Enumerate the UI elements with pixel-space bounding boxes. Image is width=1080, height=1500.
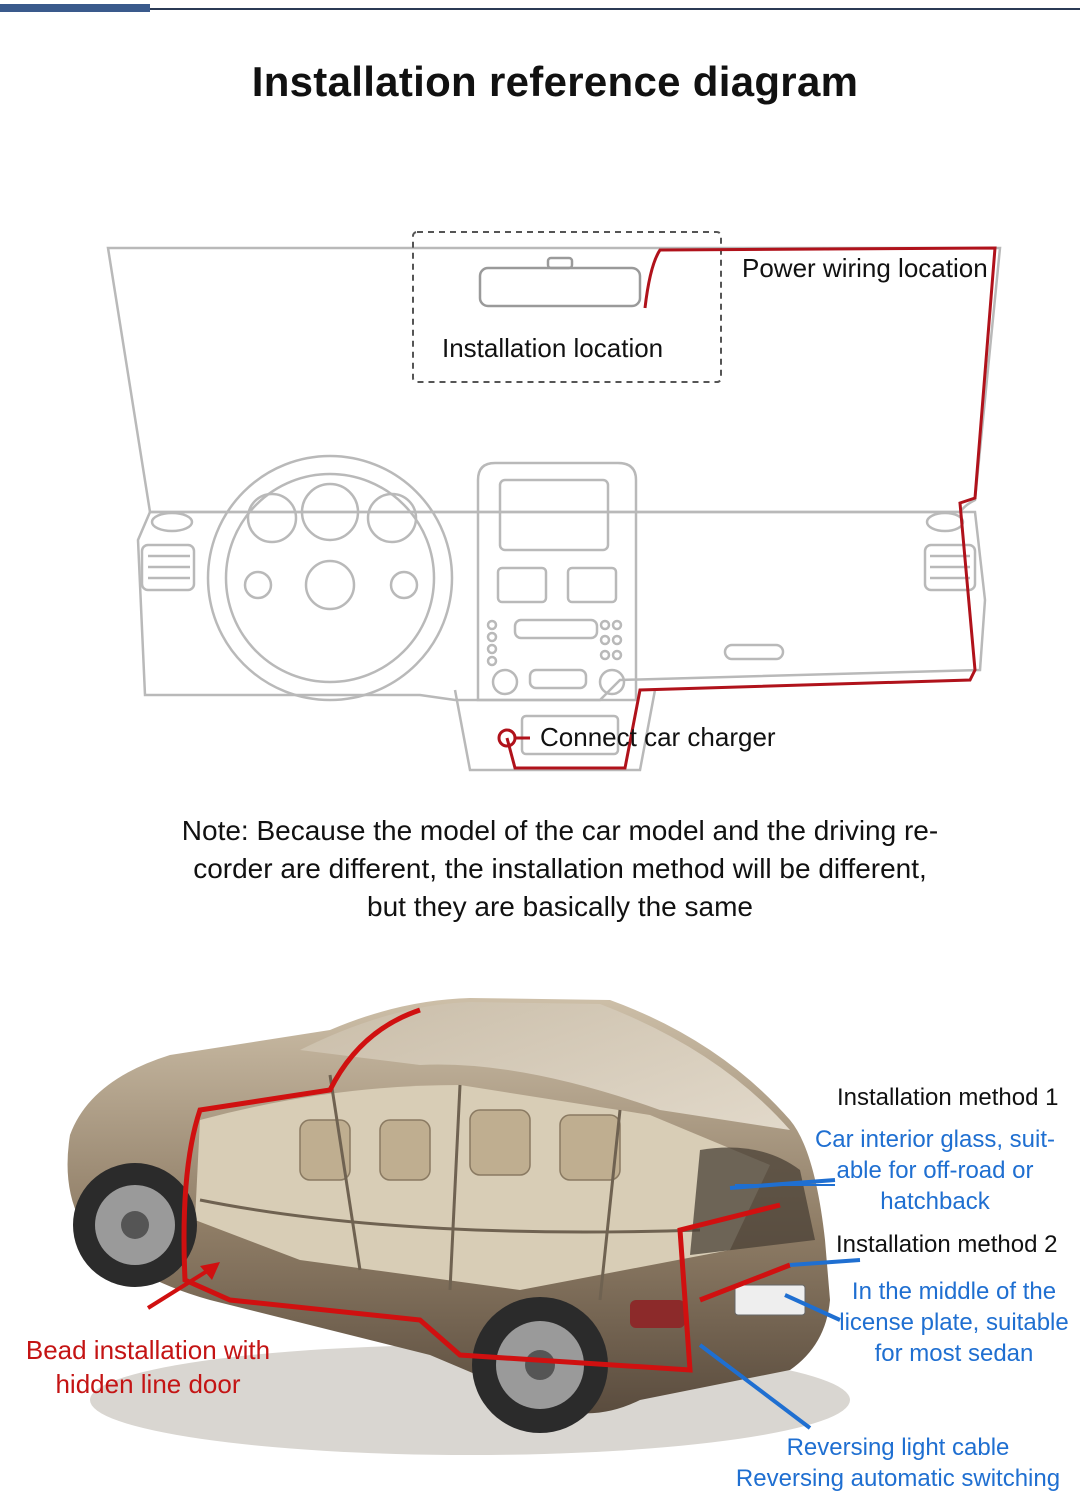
method1-desc-line: Car interior glass, suit-	[814, 1126, 1056, 1153]
license-plate	[734, 1284, 806, 1316]
right-vent	[923, 543, 977, 592]
front-wheel	[73, 1163, 197, 1287]
charger-socket-panel	[520, 714, 620, 756]
bead-arrow	[146, 1266, 214, 1310]
power-wiring-label: Power wiring location	[742, 253, 988, 283]
bead-label-line: hidden line door	[55, 1369, 241, 1399]
method2-desc: In the middle of the license plate, suit…	[830, 1276, 1078, 1369]
car-roof	[300, 1002, 790, 1130]
gauge-center	[300, 482, 360, 542]
tail-light	[630, 1300, 685, 1328]
reversing-label-line: Reversing automatic switching	[735, 1465, 1061, 1492]
center-console-outline	[453, 689, 657, 772]
top-divider	[0, 8, 1080, 10]
note-line: corder are different, the installation m…	[193, 853, 927, 884]
hidden-wire-path	[181, 1007, 781, 1373]
installation-note: Note: Because the model of the car model…	[110, 812, 1010, 926]
note-line: but they are basically the same	[367, 891, 753, 922]
top-accent-bar	[0, 4, 150, 12]
method1-title: Installation method 1	[837, 1084, 1059, 1111]
gauge-left	[246, 492, 298, 544]
installation-location-label: Installation location	[442, 333, 664, 363]
gauge-right	[366, 492, 418, 544]
reversing-arrow	[698, 1343, 812, 1430]
method2-title: Installation method 2	[836, 1231, 1058, 1258]
left-vent	[140, 543, 196, 592]
method1-desc-line: hatchback	[880, 1188, 990, 1215]
rear-window	[690, 1147, 815, 1255]
page-title: Installation reference diagram	[251, 58, 859, 105]
method2-desc-line: license plate, suitable	[839, 1309, 1069, 1336]
method1-desc-line: able for off-road or	[836, 1157, 1034, 1184]
method2-desc-line: for most sedan	[874, 1340, 1034, 1367]
note-line: Note: Because the model of the car model…	[181, 815, 939, 846]
glovebox-handle	[723, 643, 785, 661]
plate-arrow	[784, 1293, 841, 1322]
infotainment-screen	[498, 478, 610, 552]
reversing-label: Reversing light cable Reversing automati…	[722, 1432, 1074, 1494]
power-wire	[505, 246, 997, 770]
method2-desc-line: In the middle of the	[851, 1278, 1057, 1305]
bead-installation-label: Bead installation with hidden line door	[8, 1333, 288, 1401]
charger-label: Connect car charger	[540, 722, 776, 752]
center-stack	[476, 461, 638, 702]
method2-pointer	[789, 1258, 861, 1267]
rear-wheel	[472, 1297, 608, 1433]
bead-label-line: Bead installation with	[25, 1335, 271, 1365]
installation-zone-box	[412, 231, 722, 383]
steering-wheel	[206, 454, 454, 702]
reversing-label-line: Reversing light cable	[786, 1434, 1010, 1461]
left-speaker	[150, 511, 194, 533]
method1-desc: Car interior glass, suit- able for off-r…	[805, 1124, 1065, 1217]
